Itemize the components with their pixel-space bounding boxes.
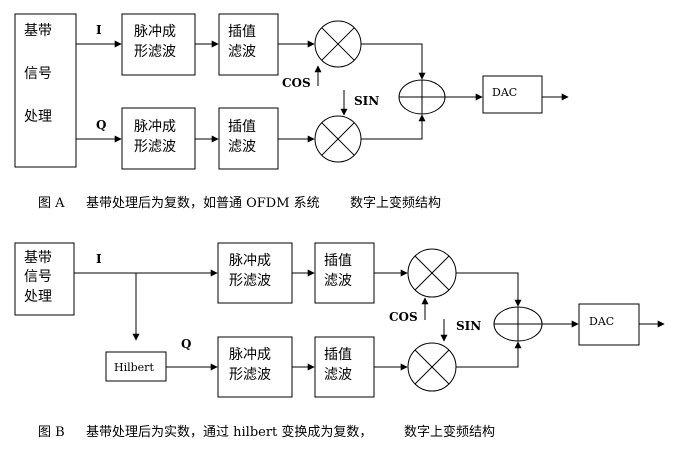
fig-a-dac-label: DAC	[492, 86, 517, 99]
fig-b-caption-suffix: 数字上变频结构	[404, 424, 495, 440]
fig-b-multiplier-q	[407, 342, 457, 392]
fig-b-dac-label: DAC	[589, 315, 614, 328]
fig-b-interp-i-box	[314, 242, 375, 304]
fig-a-interp-q-line2: 滤波	[228, 139, 256, 155]
fig-b-pulse-q-line1: 脉冲成	[229, 347, 271, 363]
fig-b-interp-q-line1: 插值	[324, 347, 352, 363]
fig-a-adder	[398, 79, 446, 115]
fig-b-cos-label: COS	[389, 310, 418, 324]
fig-a-q-label: Q	[96, 118, 106, 132]
fig-b-i-label: I	[96, 252, 102, 266]
fig-b-i-to-adder	[456, 272, 522, 307]
fig-a-sin-label: SIN	[354, 94, 379, 108]
fig-a-pulse-i-line2: 形滤波	[134, 44, 176, 60]
fig-a-interp-i-box	[218, 13, 279, 76]
fig-a-baseband-line3: 处理	[24, 109, 52, 125]
fig-b-baseband-line2: 信号	[24, 269, 52, 285]
fig-a-interp-q-line1: 插值	[228, 119, 256, 135]
fig-a-baseband-line2: 信号	[24, 66, 52, 82]
fig-a-pulse-q-line2: 形滤波	[134, 139, 176, 155]
fig-b-interp-i-line2: 滤波	[324, 273, 352, 289]
fig-b-baseband-box	[14, 242, 75, 316]
fig-b-pulse-shaping-i-box	[217, 242, 293, 304]
fig-a-multiplier-q	[314, 115, 362, 163]
fig-a-interp-i-line1: 插值	[228, 24, 256, 40]
fig-a-pulse-shaping-i-box	[121, 13, 196, 76]
fig-a-baseband-line1: 基带	[24, 22, 52, 39]
fig-a-cos-label: COS	[282, 76, 311, 90]
fig-b-multiplier-i	[407, 248, 457, 298]
fig-a-pulse-shaping-q-box	[121, 107, 196, 170]
fig-b-baseband-line3: 处理	[24, 289, 52, 305]
fig-a-dac-box	[482, 75, 543, 114]
fig-b-adder	[493, 306, 543, 342]
fig-b-hilbert-box	[105, 351, 167, 382]
fig-a-i-to-adder	[361, 43, 426, 80]
fig-b-caption-text: 基带处理后为实数，通过 hilbert 变换成为复数，	[86, 424, 372, 440]
fig-b-hilbert-label: Hilbert	[114, 361, 154, 374]
fig-a-caption-prefix: 图 A	[38, 196, 65, 211]
fig-a-interp-i-line2: 滤波	[228, 44, 256, 60]
fig-b-q-label: Q	[181, 337, 191, 351]
fig-b-interp-q-box	[314, 336, 375, 398]
fig-b-baseband-line1: 基带	[24, 249, 52, 266]
fig-b-pulse-q-line2: 形滤波	[229, 367, 271, 383]
fig-a-caption-suffix: 数字上变频结构	[350, 195, 441, 211]
fig-a-baseband-box	[14, 13, 77, 168]
fig-a-pulse-i-line1: 脉冲成	[134, 24, 176, 40]
fig-b-sin-label: SIN	[456, 319, 481, 333]
fig-a-multiplier-i	[314, 20, 362, 68]
fig-b-interp-i-line1: 插值	[324, 253, 352, 269]
fig-a-interp-q-box	[218, 107, 279, 170]
figure-b: 基带 信号 处理 I 脉冲成 形滤波 插值 滤波 COS Hilbert Q 脉…	[14, 242, 665, 440]
fig-a-i-label: I	[96, 23, 102, 37]
fig-b-pulse-i-line1: 脉冲成	[229, 253, 271, 269]
fig-a-caption-text: 基带处理后为复数，如普通 OFDM 系统	[86, 195, 320, 211]
fig-b-caption-prefix: 图 B	[38, 425, 65, 440]
fig-b-pulse-shaping-q-box	[217, 336, 293, 398]
fig-b-interp-q-line2: 滤波	[324, 367, 352, 383]
fig-a-pulse-q-line1: 脉冲成	[134, 119, 176, 135]
fig-a-q-to-adder	[361, 114, 426, 140]
fig-b-q-to-adder	[456, 341, 522, 368]
fig-b-pulse-i-line2: 形滤波	[229, 273, 271, 289]
figure-a: 基带 信号 处理 I 脉冲成 形滤波 插值 滤波 COS Q 脉冲成 形滤波 插…	[14, 13, 569, 211]
